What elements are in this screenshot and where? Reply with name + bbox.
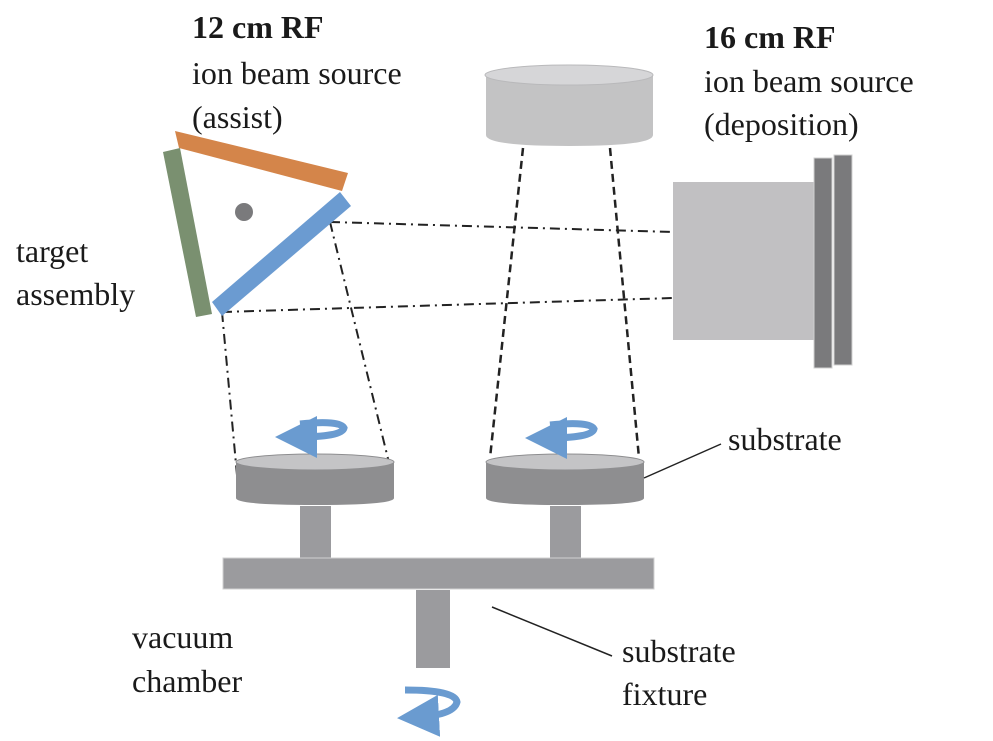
label-line: ion beam source	[704, 63, 914, 99]
substrate-left	[235, 453, 395, 558]
beam-line	[329, 221, 674, 233]
substrate-fixture-label: substrate fixture	[622, 633, 736, 712]
label-line: assembly	[16, 276, 135, 312]
label-line: (assist)	[192, 99, 283, 135]
fixture-leader-line	[491, 606, 613, 657]
label-line: 16 cm RF	[704, 19, 836, 55]
assist-source-label: 12 cm RF ion beam source (assist)	[192, 9, 402, 135]
substrate-label: substrate	[728, 421, 842, 457]
target-orange	[175, 131, 348, 191]
beam-line	[608, 147, 641, 459]
substrate-fixture	[222, 557, 655, 668]
label-line: (deposition)	[704, 106, 859, 142]
rotation-arrow-icon	[397, 686, 461, 737]
deposition-ion-source	[673, 154, 853, 369]
substrate-right	[485, 453, 645, 558]
label-line: substrate	[622, 633, 736, 669]
label-line: chamber	[132, 663, 243, 699]
deposition-source-label: 16 cm RF ion beam source (deposition)	[704, 19, 914, 142]
target-green	[163, 148, 212, 317]
vacuum-chamber-label: vacuum chamber	[132, 619, 243, 699]
label-line: 12 cm RF	[192, 9, 324, 45]
label-line: vacuum	[132, 619, 233, 655]
target-pivot	[235, 203, 253, 221]
assist-ion-source-cylinder	[484, 64, 654, 146]
label-line: target	[16, 233, 88, 269]
target-assembly-label: target assembly	[16, 233, 135, 312]
beam-line	[221, 297, 674, 313]
beam-line	[329, 221, 393, 476]
rotation-arrow-icon	[275, 415, 348, 458]
target-assembly	[163, 131, 351, 317]
target-blue	[212, 192, 351, 316]
assist-beam-lines	[221, 221, 674, 476]
beam-line	[221, 311, 238, 476]
label-line: ion beam source	[192, 55, 402, 91]
label-line: fixture	[622, 676, 707, 712]
rotation-arrow-icon	[525, 416, 598, 459]
substrate-leader-line	[643, 443, 722, 479]
